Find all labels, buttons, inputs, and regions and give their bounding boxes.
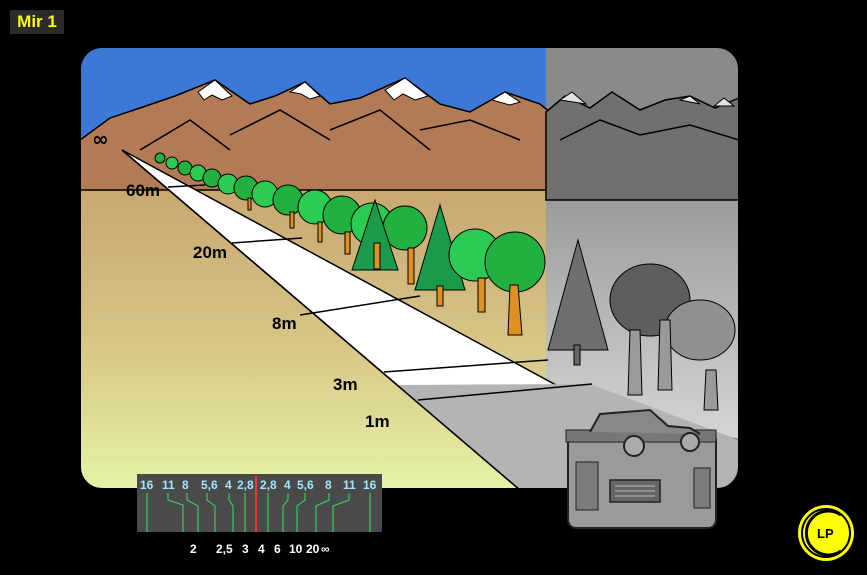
aperture-right-4: 4 bbox=[284, 478, 291, 492]
aperture-left-5-6: 5,6 bbox=[201, 478, 218, 492]
aperture-left-8: 8 bbox=[182, 478, 189, 492]
aperture-left-11: 11 bbox=[162, 478, 175, 492]
snow-cap bbox=[288, 81, 321, 100]
distance-scale-3: 3 bbox=[242, 542, 249, 556]
infinity-label: ∞ bbox=[92, 127, 109, 151]
logo-text: LP bbox=[817, 526, 834, 541]
app-title: Mir 1 bbox=[10, 10, 64, 34]
distance-label-60m: 60m bbox=[126, 181, 160, 200]
dof-tick-lines bbox=[146, 493, 371, 532]
distance-scale-10: 10 bbox=[289, 542, 303, 556]
distance-label-1m: 1m bbox=[365, 412, 390, 431]
aperture-right-2-8: 2,8 bbox=[260, 478, 277, 492]
aperture-right-11: 11 bbox=[343, 478, 356, 492]
distance-scale-2: 2 bbox=[190, 542, 197, 556]
camera-icon bbox=[565, 408, 717, 529]
aperture-left-16: 16 bbox=[140, 478, 154, 492]
trees-gray bbox=[547, 238, 736, 411]
lp-logo: LP bbox=[798, 505, 854, 561]
mountain-ridges bbox=[139, 109, 521, 151]
distance-lines bbox=[167, 184, 593, 401]
snow-cap bbox=[197, 79, 233, 101]
snow-cap-gray bbox=[558, 91, 736, 107]
aperture-left-4: 4 bbox=[225, 478, 232, 492]
distance-label-20m: 20m bbox=[193, 243, 227, 262]
mountains-gray bbox=[545, 91, 739, 201]
distance-scale-6: 6 bbox=[274, 542, 281, 556]
trees bbox=[154, 152, 546, 336]
snow-cap bbox=[384, 77, 430, 101]
distance-scale-4: 4 bbox=[258, 542, 265, 556]
distance-scale-20: 20 bbox=[306, 542, 320, 556]
mountain-ridges-gray bbox=[559, 119, 739, 141]
aperture-right-5-6: 5,6 bbox=[297, 478, 314, 492]
frame-border bbox=[79, 46, 740, 490]
distance-label-8m: 8m bbox=[272, 314, 297, 333]
distance-label-3m: 3m bbox=[333, 375, 358, 394]
aperture-left-2-8: 2,8 bbox=[237, 478, 254, 492]
dof-scale: 16 11 8 5,6 4 2,8 2,8 4 5,6 8 11 16 bbox=[137, 474, 382, 556]
distance-scale-infinity: ∞ bbox=[321, 542, 330, 556]
aperture-right-16: 16 bbox=[363, 478, 377, 492]
snow-cap bbox=[490, 91, 522, 106]
distance-scale-2-5: 2,5 bbox=[216, 542, 233, 556]
aperture-right-8: 8 bbox=[325, 478, 332, 492]
